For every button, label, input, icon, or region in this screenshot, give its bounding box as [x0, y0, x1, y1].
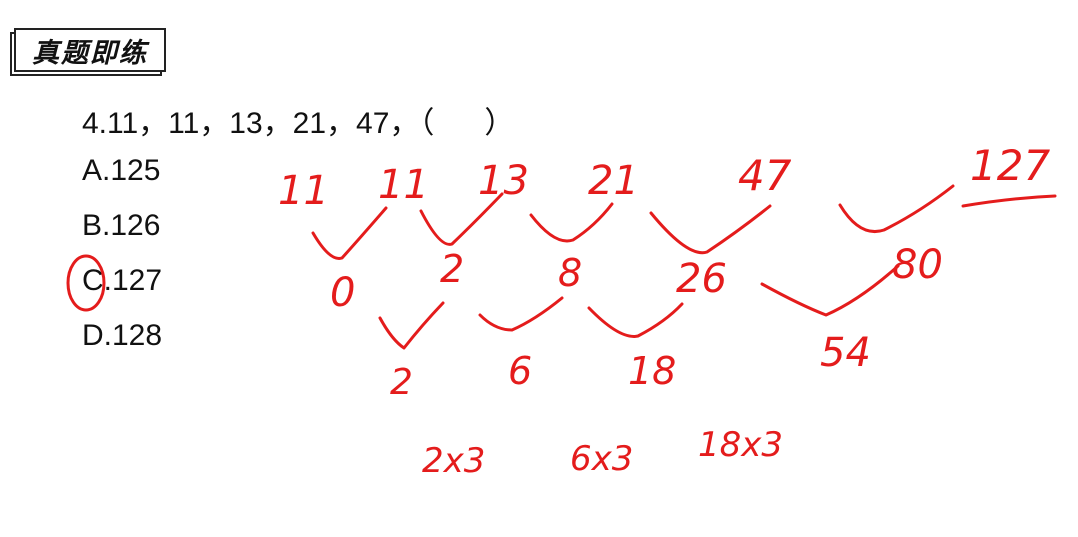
diff1-value: 80 — [892, 242, 943, 288]
answer-underline — [961, 194, 1057, 208]
check-mark — [311, 206, 388, 260]
diff1-value: 0 — [330, 270, 355, 316]
answer-circle — [66, 254, 106, 312]
check-mark — [378, 301, 445, 350]
badge-front: 真题即练 — [14, 28, 166, 72]
check-mark — [838, 184, 955, 233]
annotation-strokes — [66, 184, 1057, 350]
seq-value: 11 — [278, 168, 329, 214]
diff1-value: 26 — [676, 256, 727, 302]
section-title-badge: 真题即练 — [10, 28, 166, 78]
product-note: 18x3 — [698, 425, 783, 465]
option-d: D.128 — [82, 319, 163, 352]
check-mark — [529, 202, 614, 243]
seq-value: 21 — [588, 158, 639, 204]
check-mark — [478, 296, 564, 332]
diff2-value: 6 — [508, 349, 532, 393]
option-list: A.125 B.126 C.127 D.128 — [82, 150, 162, 370]
product-note: 2x3 — [422, 441, 485, 481]
option-c: C.127 — [82, 264, 163, 297]
question-text: 4.11，11，13，21，47，（ ） — [82, 107, 515, 140]
seq-value: 13 — [478, 158, 529, 204]
diff2-value: 54 — [820, 330, 871, 376]
check-mark — [760, 264, 900, 317]
diff1-value: 8 — [558, 251, 582, 295]
diff2-value: 18 — [628, 349, 676, 393]
seq-value: 47 — [738, 151, 792, 200]
check-mark — [587, 302, 684, 338]
seq-value: 11 — [378, 162, 429, 208]
option-b: B.126 — [82, 209, 161, 242]
product-note: 6x3 — [570, 439, 633, 479]
check-mark — [419, 192, 504, 246]
diff1-value: 2 — [440, 247, 464, 291]
answer-value: 127 — [970, 141, 1050, 190]
section-title: 真题即练 — [32, 37, 148, 69]
option-a: A.125 — [82, 154, 161, 187]
check-mark — [649, 204, 772, 255]
annotation-numbers: 11 11 13 21 47 127 0 2 8 26 80 2 6 18 54… — [278, 141, 1050, 481]
diff2-value: 2 — [390, 362, 413, 403]
